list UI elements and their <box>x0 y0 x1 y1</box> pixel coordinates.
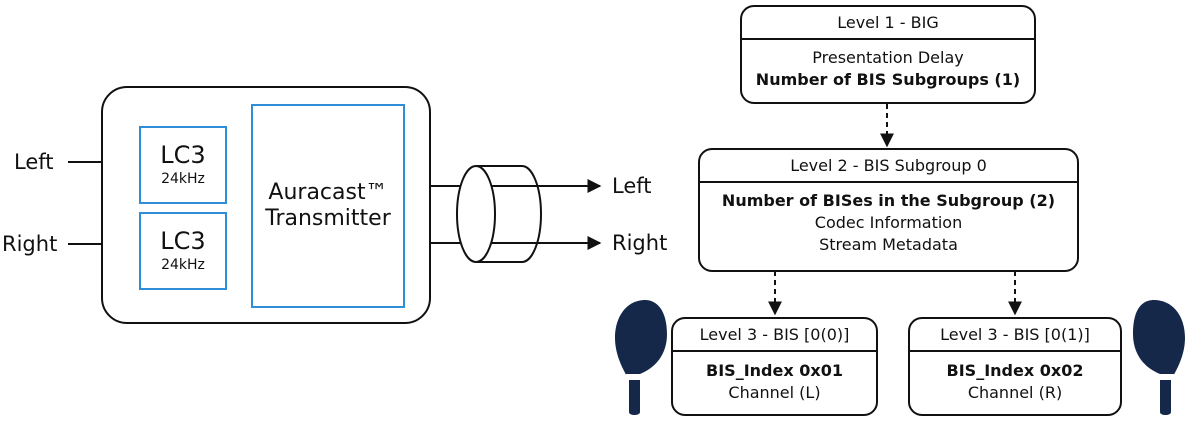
level3-right-title: Level 3 - BIS [0(1)] <box>910 319 1120 352</box>
level3-bis-left-box: Level 3 - BIS [0(0)] BIS_Index 0x01 Chan… <box>671 317 878 416</box>
lc3-left-name: LC3 <box>160 141 206 169</box>
level3-right-line-1: BIS_Index 0x02 <box>946 361 1084 380</box>
level3-right-line-2: Channel (R) <box>967 383 1063 402</box>
level2-line-2: Codec Information <box>814 213 963 232</box>
output-right-label: Right <box>612 231 668 255</box>
lc3-left-rate: 24kHz <box>161 171 205 187</box>
right-earbud-icon <box>1133 300 1185 415</box>
level1-title: Level 1 - BIG <box>742 7 1034 40</box>
lc3-right-name: LC3 <box>160 227 206 255</box>
lc3-right-rate: 24kHz <box>161 257 205 273</box>
cable-cylinder <box>456 165 542 263</box>
level3-bis-right-box: Level 3 - BIS [0(1)] BIS_Index 0x02 Chan… <box>908 317 1122 416</box>
level1-big-box: Level 1 - BIG Presentation Delay Number … <box>740 5 1036 104</box>
level3-left-line-1: BIS_Index 0x01 <box>706 361 843 380</box>
level2-line-3: Stream Metadata <box>819 235 958 254</box>
input-right-label: Right <box>2 232 58 256</box>
output-left-label: Left <box>612 174 652 198</box>
input-left-label: Left <box>14 150 54 174</box>
transmitter-label: Auracast™ Transmitter <box>265 180 391 231</box>
level1-line-1: Presentation Delay <box>812 48 964 67</box>
level2-line-1: Number of BISes in the Subgroup (2) <box>721 191 1056 210</box>
lc3-codec-right: LC3 24kHz <box>139 212 227 290</box>
auracast-transmitter: Auracast™ Transmitter <box>251 104 405 308</box>
level3-left-line-2: Channel (L) <box>728 383 821 402</box>
level2-title: Level 2 - BIS Subgroup 0 <box>700 150 1077 183</box>
level3-left-title: Level 3 - BIS [0(0)] <box>673 319 876 352</box>
level1-line-2: Number of BIS Subgroups (1) <box>755 70 1021 89</box>
left-earbud-icon <box>615 300 667 415</box>
level2-subgroup-box: Level 2 - BIS Subgroup 0 Number of BISes… <box>698 148 1079 272</box>
lc3-codec-left: LC3 24kHz <box>139 126 227 204</box>
